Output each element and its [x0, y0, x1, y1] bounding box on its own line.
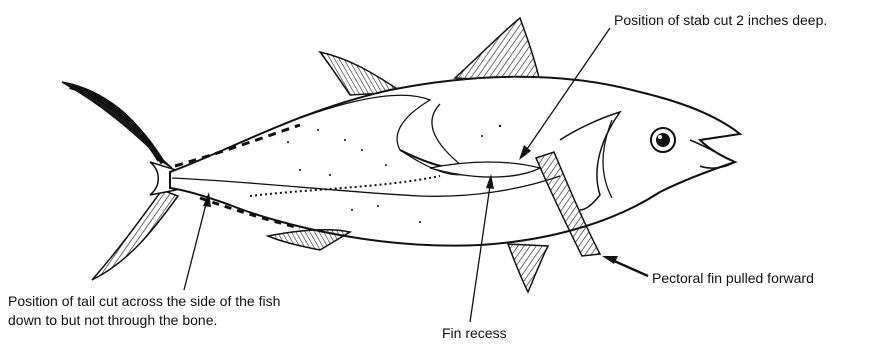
anal-fin [268, 230, 350, 250]
fish-body [170, 77, 740, 246]
tail-cut-label-line-1: Position of tail cut across the side of … [8, 293, 280, 310]
tail-fin-lower [92, 190, 178, 280]
fin-recess-label: Fin recess [442, 325, 507, 342]
first-dorsal-fin [455, 18, 540, 82]
tail-cut-arrow-shaft [184, 204, 206, 290]
second-dorsal-fin [320, 52, 402, 95]
ventral-fin [508, 244, 548, 292]
pectoral-fin-label: Pectoral fin pulled forward [652, 270, 814, 287]
pectoral-arrow-shaft [612, 260, 648, 276]
tail-cut-label-line-2: down to but not through the bone. [8, 312, 217, 329]
stab-cut-label: Position of stab cut 2 inches deep. [614, 12, 827, 29]
